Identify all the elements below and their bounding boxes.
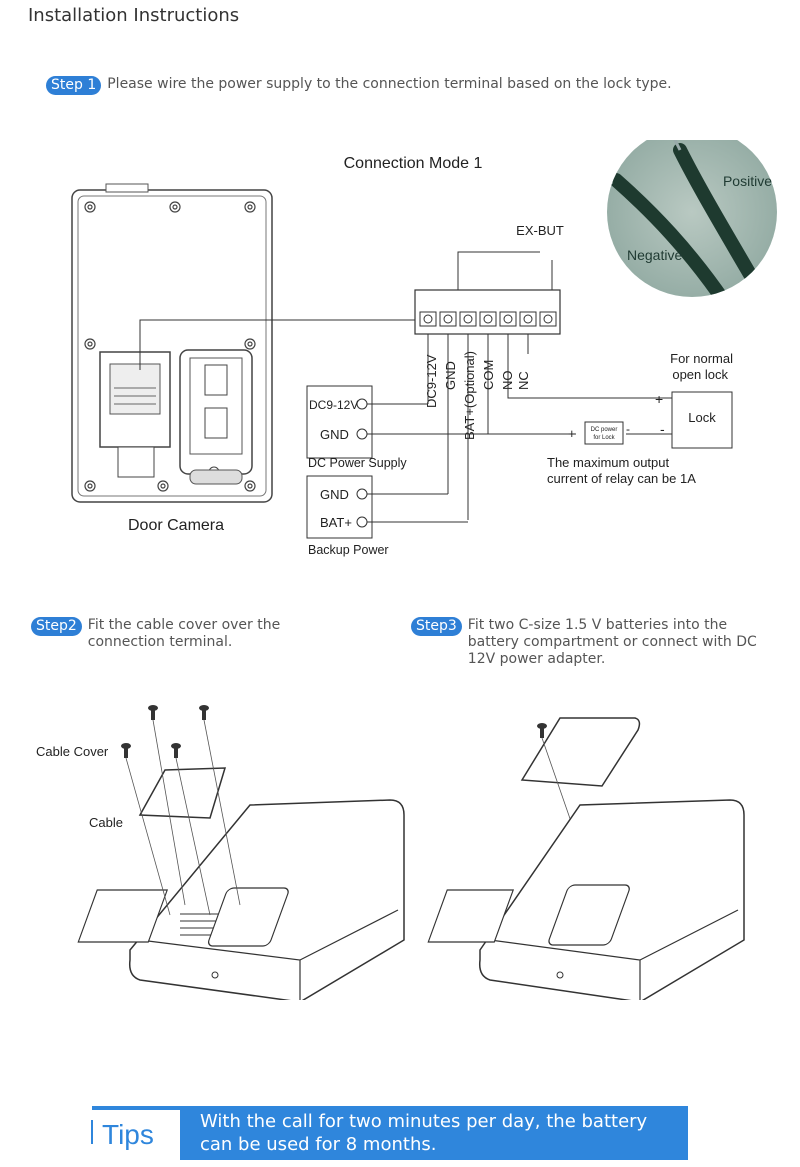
dc-power-gnd: GND [320, 427, 349, 442]
lock-minus: - [660, 421, 665, 437]
dc-lock-plus: + [568, 426, 576, 441]
dc-lock-2: for Lock [593, 435, 615, 441]
tips-text: With the call for two minutes per day, t… [200, 1111, 648, 1155]
wire-positive-label: Positive [723, 173, 772, 189]
dc-power-supply-box [306, 385, 373, 459]
ex-but-label: EX-BUT [516, 223, 564, 238]
door-camera-illustration [71, 183, 273, 503]
lock-box [671, 391, 733, 449]
door-camera-label: Door Camera [128, 517, 224, 534]
cable-label: Cable [89, 815, 123, 830]
dc-lock-1: DC power [591, 427, 618, 433]
step-3: Step3 Fit two C-size 1.5 V batteries into… [411, 617, 781, 668]
lock-plus: + [655, 391, 663, 407]
backup-gnd: GND [320, 487, 349, 502]
step-3-badge: Step3 [411, 617, 462, 636]
step-1: Step 1 Please wire the power supply to th… [46, 76, 672, 95]
step-3-text: Fit two C-size 1.5 V batteries into the … [467, 617, 757, 667]
dc-power-v: DC9-12V [309, 398, 358, 412]
tips-label: Tips [102, 1119, 154, 1150]
step-2-illustration: Cable Cover Cable [36, 705, 405, 1000]
wire-negative-label: Negative [627, 247, 682, 263]
dc-power-for-lock-box [584, 421, 624, 445]
step-2-text: Fit the cable cover over the connection … [87, 617, 281, 650]
wire-photo [607, 140, 777, 297]
connection-mode-title: Connection Mode 1 [344, 155, 483, 172]
relay-note-1: The maximum output [547, 455, 669, 470]
terminal-label-gnd: GND [443, 361, 458, 390]
terminal-label-bat: BAT+(Optional) [462, 351, 477, 440]
lock-label: Lock [688, 410, 716, 425]
tips-label-box: Tips [91, 1106, 180, 1150]
lock-note-1: For normal [670, 351, 733, 366]
step-1-badge: Step 1 [46, 76, 102, 95]
step-2: Step2 Fit the cable cover over the connec… [31, 617, 371, 651]
dc-lock-minus: - [626, 422, 630, 436]
backup-power-box [306, 475, 373, 539]
step-2-badge: Step2 [31, 617, 82, 636]
terminal-label-nc: NC [516, 371, 531, 390]
dc-power-label: DC Power Supply [308, 456, 407, 470]
wiring-diagram: Connection Mode 1 Doo [71, 140, 777, 557]
cable-cover-label: Cable Cover [36, 744, 109, 759]
relay-note-2: current of relay can be 1A [547, 471, 696, 486]
lock-note-2: open lock [672, 367, 728, 382]
step-1-text: Please wire the power supply to the conn… [107, 76, 672, 92]
tips-banner [180, 1106, 688, 1160]
backup-bat: BAT+ [320, 515, 352, 530]
terminal-block [414, 289, 561, 335]
step-3-illustration [427, 717, 745, 1000]
terminal-label-dc9-12v: DC9-12V [424, 354, 439, 408]
page-title: Installation Instructions [28, 5, 240, 26]
backup-label: Backup Power [308, 543, 389, 557]
